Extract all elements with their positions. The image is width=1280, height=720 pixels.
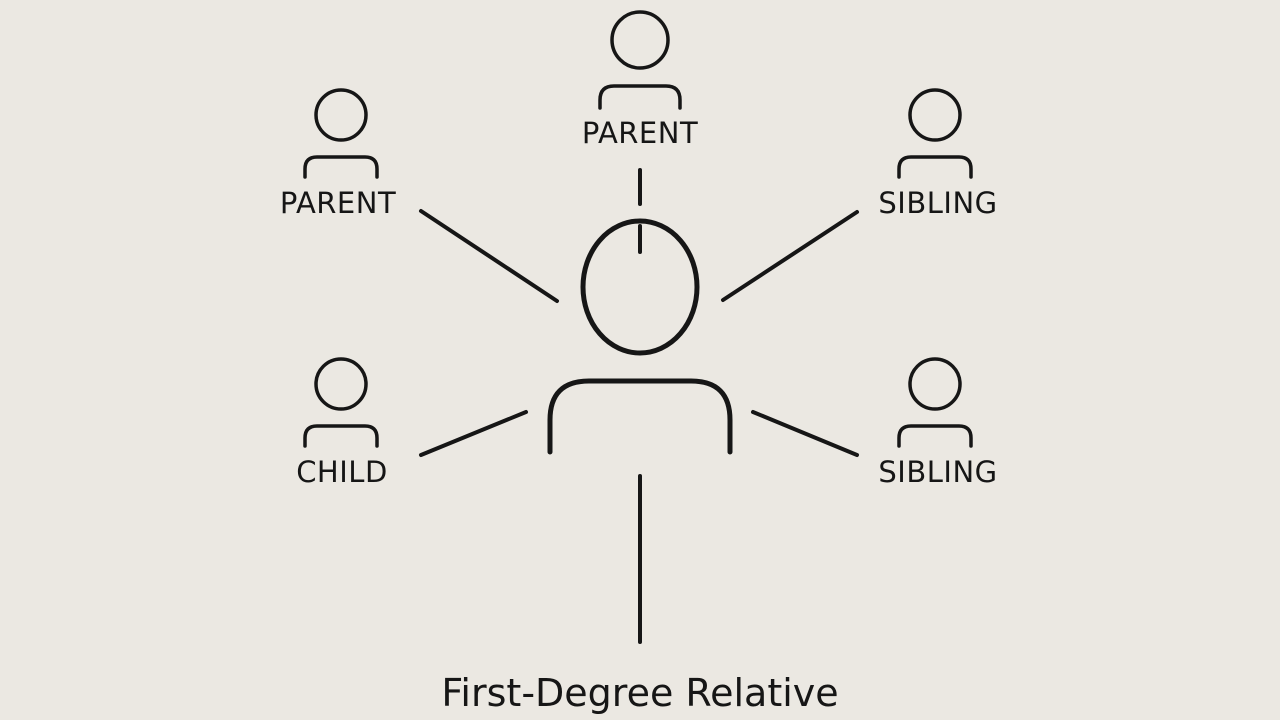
central-person-icon <box>547 218 733 455</box>
connector-lines <box>419 168 859 644</box>
node-left-child: CHILD <box>296 357 388 489</box>
connector-right-sibling-upper <box>721 210 859 302</box>
connector-left-child <box>419 410 528 457</box>
person-icon <box>303 88 379 179</box>
node-right-sibling-upper: SIBLING <box>878 88 997 220</box>
node-top-parent: PARENT <box>582 10 698 150</box>
node-label-left-parent: PARENT <box>280 186 396 220</box>
central-person-head <box>580 218 700 356</box>
person-icon <box>303 357 379 448</box>
person-icon <box>897 88 973 179</box>
node-label-right-sibling-upper: SIBLING <box>878 186 997 220</box>
diagram-title: First-Degree Relative <box>441 671 838 715</box>
central-person-shoulders <box>547 378 733 455</box>
connector-right-sibling-lower <box>751 410 859 457</box>
node-label-top-parent: PARENT <box>582 116 698 150</box>
person-icon <box>598 10 682 110</box>
node-label-right-sibling-lower: SIBLING <box>878 455 997 489</box>
node-right-sibling-lower: SIBLING <box>878 357 997 489</box>
connector-left-parent <box>419 209 559 303</box>
node-left-parent: PARENT <box>280 88 396 220</box>
person-icon <box>897 357 973 448</box>
node-label-left-child: CHILD <box>296 455 388 489</box>
